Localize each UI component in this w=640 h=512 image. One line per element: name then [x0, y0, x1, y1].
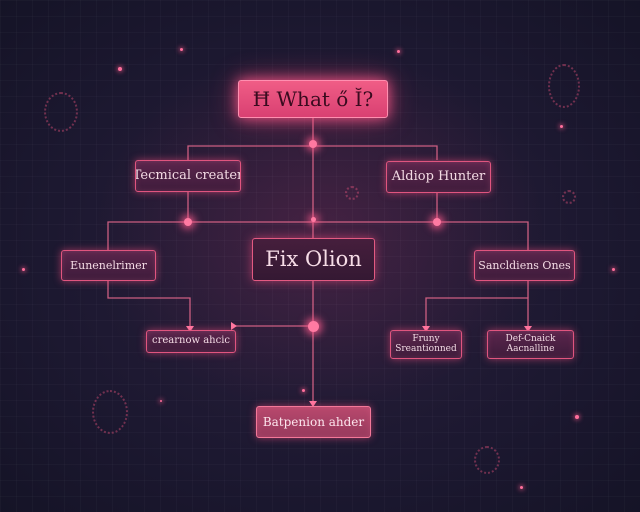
junction-node — [309, 140, 317, 148]
left-leaf-node[interactable]: crearnow ahcic — [146, 330, 236, 353]
junction-node — [184, 218, 192, 226]
glow-particle — [160, 400, 162, 402]
particle-cluster — [92, 390, 128, 434]
arrowhead-center-leaf — [231, 322, 237, 330]
particle-cluster — [345, 186, 359, 200]
particle-cluster — [548, 64, 580, 108]
connector-left-leaf — [107, 281, 191, 330]
glow-particle — [302, 389, 305, 392]
right-leaf-label: Def-Cnaick Aacnalline — [505, 334, 556, 354]
right-branch-node[interactable]: Aldiop Hunter — [386, 161, 491, 193]
right-leaf-node[interactable]: Def-Cnaick Aacnalline — [487, 330, 574, 359]
particle-cluster — [44, 92, 78, 132]
arrowhead-right-leaf — [524, 326, 532, 332]
left-side-label: Eunenelrimer — [70, 258, 147, 272]
glow-particle — [575, 415, 579, 419]
glow-particle — [22, 268, 25, 271]
left-side-node[interactable]: Eunenelrimer — [61, 250, 156, 281]
root-node[interactable]: Ħ What ő Ĭ? — [238, 80, 388, 118]
center-node[interactable]: Fix Olion — [252, 238, 375, 281]
left-branch-label: Tecmical creater — [135, 168, 241, 184]
arrowhead-left-leaf — [186, 326, 194, 332]
bottom-node-label: Batpenion ahder — [262, 414, 365, 429]
glow-particle — [118, 67, 122, 71]
connector-right-leaves — [425, 297, 529, 330]
right-side-label: Sancldiens Ones — [478, 258, 571, 272]
mid-leaf-label: Fruny Sreantionned — [395, 334, 457, 354]
particle-cluster — [562, 190, 576, 204]
junction-node — [308, 321, 319, 332]
right-branch-label: Aldiop Hunter — [391, 169, 486, 185]
left-leaf-label: crearnow ahcic — [151, 335, 231, 347]
glow-particle — [397, 50, 400, 53]
left-branch-node[interactable]: Tecmical creater — [135, 160, 241, 192]
arrowhead-bottom — [309, 401, 317, 407]
bottom-node[interactable]: Batpenion ahder — [256, 406, 371, 438]
right-side-node[interactable]: Sancldiens Ones — [474, 250, 575, 281]
root-node-label: Ħ What ő Ĭ? — [252, 86, 374, 111]
glow-particle — [560, 125, 563, 128]
center-node-label: Fix Olion — [265, 247, 362, 272]
mid-leaf-node[interactable]: Fruny Sreantionned — [390, 330, 462, 359]
particle-cluster — [474, 446, 500, 474]
glow-particle — [520, 486, 523, 489]
connector-mid-bus — [107, 221, 529, 250]
glow-particle — [612, 268, 615, 271]
junction-node — [311, 217, 316, 222]
junction-node — [433, 218, 441, 226]
glow-particle — [180, 48, 183, 51]
arrowhead-mid-leaf — [422, 326, 430, 332]
